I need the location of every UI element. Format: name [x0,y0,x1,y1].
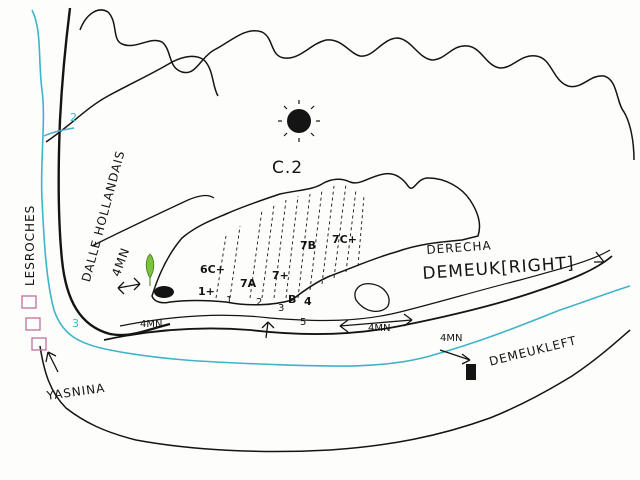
grade-label: 7B [300,239,317,252]
river [31,9,631,367]
label-les-roches: LESROCHES [23,204,37,286]
route-number: 1 [226,295,233,306]
boulder [354,283,390,312]
lower-track [39,329,631,453]
grade-label: 7A [240,277,257,290]
left-road [57,7,171,337]
waypoint-2: 2 [70,111,77,124]
valley-line [45,55,219,143]
road-shoulder [119,249,611,327]
route-number: 5 [300,317,307,328]
river-branch [43,127,75,137]
grade-label: B [288,293,297,306]
grade-label: 7C+ [332,233,357,246]
grade-label: 6C+ [200,263,225,276]
grade-label: 7+ [272,269,289,282]
route-number: 3 [278,303,285,314]
approach-time-left: 4MN [440,333,463,344]
black-boulder [154,286,174,298]
main-road [103,255,613,341]
sector-title: C.2 [272,158,304,178]
route-number: 2 [256,297,263,308]
approach-time-right: 4MN [368,323,391,334]
hut-icon [466,364,476,380]
parking-icon [21,295,47,351]
cliff-hatching [215,183,365,299]
arrows [45,251,605,373]
sun-icon [287,109,311,133]
mountain-ridge [79,9,635,161]
upper-track [91,194,215,247]
grade-label: 1+ [198,285,215,298]
sun-rays [278,100,320,142]
cliff-outline [151,172,481,306]
tree-icon [145,253,155,279]
grade-label: 4 [304,295,312,308]
waypoint-3: 3 [72,317,79,330]
approach-time-road: 4MN [140,319,163,330]
